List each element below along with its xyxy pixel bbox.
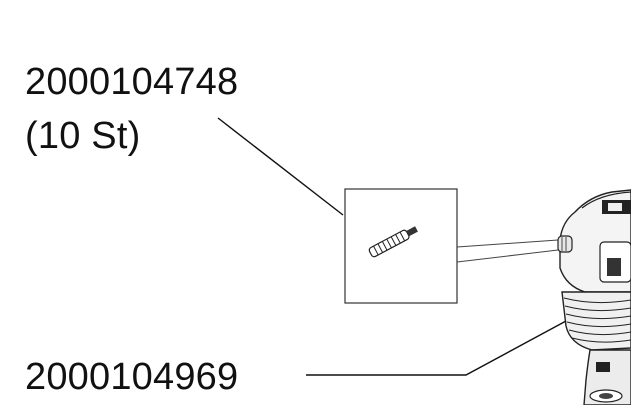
detail-box (344, 188, 458, 304)
part-quantity-top: (10 St) (25, 115, 141, 157)
part-number-bottom: 2000104969 (25, 356, 239, 398)
leader-line-top (217, 117, 344, 216)
part-number-top: 2000104748 (25, 61, 239, 103)
detail-connector-lower (456, 249, 559, 263)
leader-line-bottom (306, 320, 567, 376)
pin-part-icon (368, 226, 418, 258)
detail-connector-upper (456, 239, 559, 248)
machine-body-icon (557, 189, 631, 405)
